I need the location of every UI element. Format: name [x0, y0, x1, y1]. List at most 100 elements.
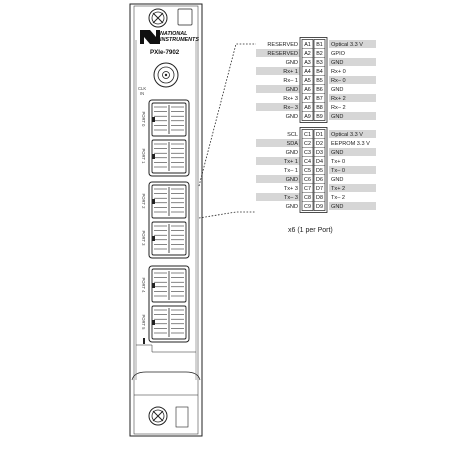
- pin-number: D3: [316, 150, 323, 156]
- pin-number: A9: [304, 114, 311, 120]
- pin-row: Tx+ 1 C4 D4 Tx+ 0: [256, 157, 345, 165]
- pin-row: SCL C1 D1 Optical 3.3 V: [287, 130, 376, 138]
- pin-number: C7: [304, 186, 311, 192]
- pin-signal-right: GND: [331, 60, 343, 66]
- pin-number: B3: [316, 60, 323, 66]
- clk-in-connector-icon: [153, 62, 179, 88]
- pin-signal-left: Rx– 3: [283, 105, 298, 111]
- pin-signal-left: Tx– 3: [284, 195, 298, 201]
- port-label: PORT 5: [141, 315, 146, 331]
- pin-number: C3: [304, 150, 311, 156]
- pin-number: A5: [304, 78, 311, 84]
- in-label: IN: [140, 91, 144, 96]
- pin-signal-left: SDA: [286, 141, 298, 147]
- pin-number: C8: [304, 195, 311, 201]
- pin-number: B6: [316, 87, 323, 93]
- pin-number: C6: [304, 177, 311, 183]
- pin-number: A7: [304, 96, 311, 102]
- pin-number: A2: [304, 51, 311, 57]
- pin-number: B9: [316, 114, 323, 120]
- pin-signal-left: Rx– 1: [283, 78, 298, 84]
- pin-signal-right: EEPROM 3.3 V: [331, 141, 370, 147]
- pin-signal-right: Rx+ 0: [331, 69, 346, 75]
- pin-number: C5: [304, 168, 311, 174]
- pin-signal-left: Rx+ 3: [283, 96, 298, 102]
- sfp-port[interactable]: PORT 5: [141, 305, 187, 340]
- pin-signal-right: Optical 3.3 V: [331, 132, 363, 138]
- pin-signal-left: GND: [286, 150, 298, 156]
- pin-signal-left: GND: [286, 177, 298, 183]
- module-front-panel: NATIONAL INSTRUMENTS PXIe-7902 CLK IN PO…: [129, 3, 203, 437]
- model-label: PXIe-7902: [150, 49, 180, 56]
- bottom-ejector: [131, 338, 201, 396]
- top-screw-icon: [148, 8, 168, 28]
- sfp-port[interactable]: PORT 4: [141, 268, 187, 303]
- pin-signal-left: GND: [286, 204, 298, 210]
- pin-number: C9: [304, 204, 311, 210]
- pin-number: C4: [304, 159, 311, 165]
- sfp-port[interactable]: PORT 2: [141, 184, 187, 219]
- pin-row: GND A3 B3 GND: [286, 58, 376, 66]
- pin-signal-right: Rx– 2: [331, 105, 346, 111]
- pin-number: D8: [316, 195, 323, 201]
- sfp-port[interactable]: PORT 3: [141, 221, 187, 256]
- pin-number: B7: [316, 96, 323, 102]
- pin-signal-right: Rx– 0: [331, 78, 346, 84]
- pin-signal-left: Tx+ 1: [284, 159, 298, 165]
- pin-number: D7: [316, 186, 323, 192]
- pin-row: SDA C2 D2 EEPROM 3.3 V: [256, 139, 370, 147]
- pin-signal-right: Tx+ 0: [331, 159, 345, 165]
- port-label: PORT 3: [141, 231, 146, 247]
- pin-number: B1: [316, 42, 323, 48]
- pin-number: A3: [304, 60, 311, 66]
- pin-signal-left: Rx+ 1: [283, 69, 298, 75]
- pin-row: Tx– 3 C8 D8 Tx– 2: [256, 193, 345, 201]
- pinout-caption: x6 (1 per Port): [288, 227, 333, 234]
- bottom-screw-icon: [148, 406, 168, 426]
- port-cages: PORT 0 PORT 1 PORT 2 PORT 3 PORT 4 PORT 5: [141, 99, 190, 343]
- pin-number: A4: [304, 69, 311, 75]
- pin-signal-right: GND: [331, 177, 343, 183]
- pin-row: GND A9 B9 GND: [286, 112, 376, 120]
- pin-number: C2: [304, 141, 311, 147]
- pin-number: D5: [316, 168, 323, 174]
- pin-number: B8: [316, 105, 323, 111]
- pin-row: Rx– 1 A5 B5 Rx– 0: [283, 76, 376, 84]
- port-label: PORT 1: [141, 149, 146, 165]
- pin-number: D2: [316, 141, 323, 147]
- pin-signal-right: GND: [331, 204, 343, 210]
- pin-signal-left: SCL: [287, 132, 298, 138]
- pin-number: B5: [316, 78, 323, 84]
- port-pair: PORT 4 PORT 5: [141, 265, 190, 343]
- pin-signal-left: GND: [286, 60, 298, 66]
- pin-number: D4: [316, 159, 323, 165]
- port-label: PORT 0: [141, 112, 146, 128]
- pin-signal-right: Tx– 0: [331, 168, 345, 174]
- pin-signal-left: Tx– 1: [284, 168, 298, 174]
- pin-signal-left: GND: [286, 114, 298, 120]
- pin-signal-right: GND: [331, 87, 343, 93]
- pin-signal-left: Tx+ 3: [284, 186, 298, 192]
- pin-signal-right: Rx+ 2: [331, 96, 346, 102]
- port-label: PORT 2: [141, 194, 146, 210]
- pin-signal-right: Optical 3.3 V: [331, 42, 363, 48]
- pin-number: B2: [316, 51, 323, 57]
- sfp-port[interactable]: PORT 0: [141, 102, 187, 137]
- pin-signal-right: GND: [331, 114, 343, 120]
- pin-signal-right: Tx– 2: [331, 195, 345, 201]
- pin-number: C1: [304, 132, 311, 138]
- pin-number: D1: [316, 132, 323, 138]
- callout-lines: [198, 43, 256, 219]
- sfp-port[interactable]: PORT 1: [141, 139, 187, 174]
- pin-number: B4: [316, 69, 323, 75]
- pin-signal-left: RESERVED: [267, 51, 298, 57]
